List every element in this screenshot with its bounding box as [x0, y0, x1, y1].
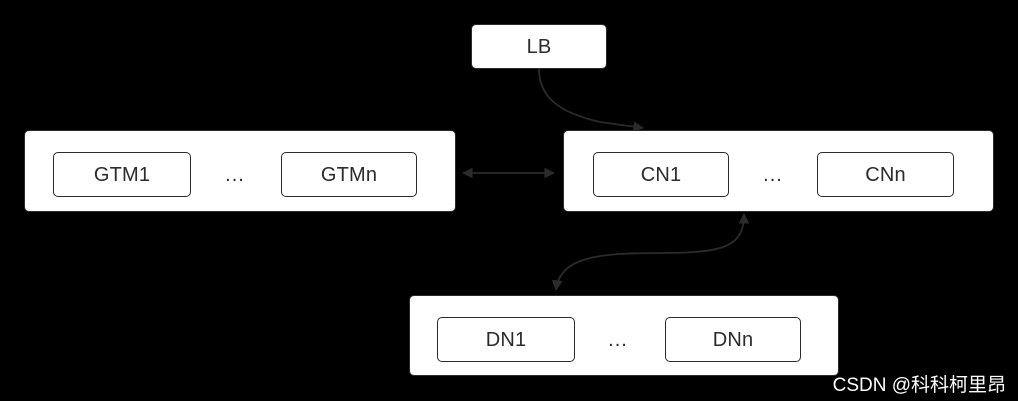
dn-group-ellipsis: ...	[608, 328, 628, 351]
lb-node[interactable]: LB	[471, 24, 607, 69]
csdn-watermark: CSDN @科科柯里昂	[832, 375, 1006, 396]
dn-node-n[interactable]: DNn	[665, 317, 801, 362]
gtm-node-n[interactable]: GTMn	[281, 152, 417, 197]
gtm-group-ellipsis: ...	[225, 163, 245, 186]
dn-node-1[interactable]: DN1	[437, 317, 575, 362]
cn-group-ellipsis: ...	[763, 163, 783, 186]
cn-node-n[interactable]: CNn	[817, 152, 954, 197]
cn-node-1[interactable]: CN1	[593, 152, 729, 197]
gtm-node-1[interactable]: GTM1	[53, 152, 191, 197]
connector-cn-to-dn	[551, 212, 750, 292]
connector-lb-to-cn	[538, 68, 645, 133]
